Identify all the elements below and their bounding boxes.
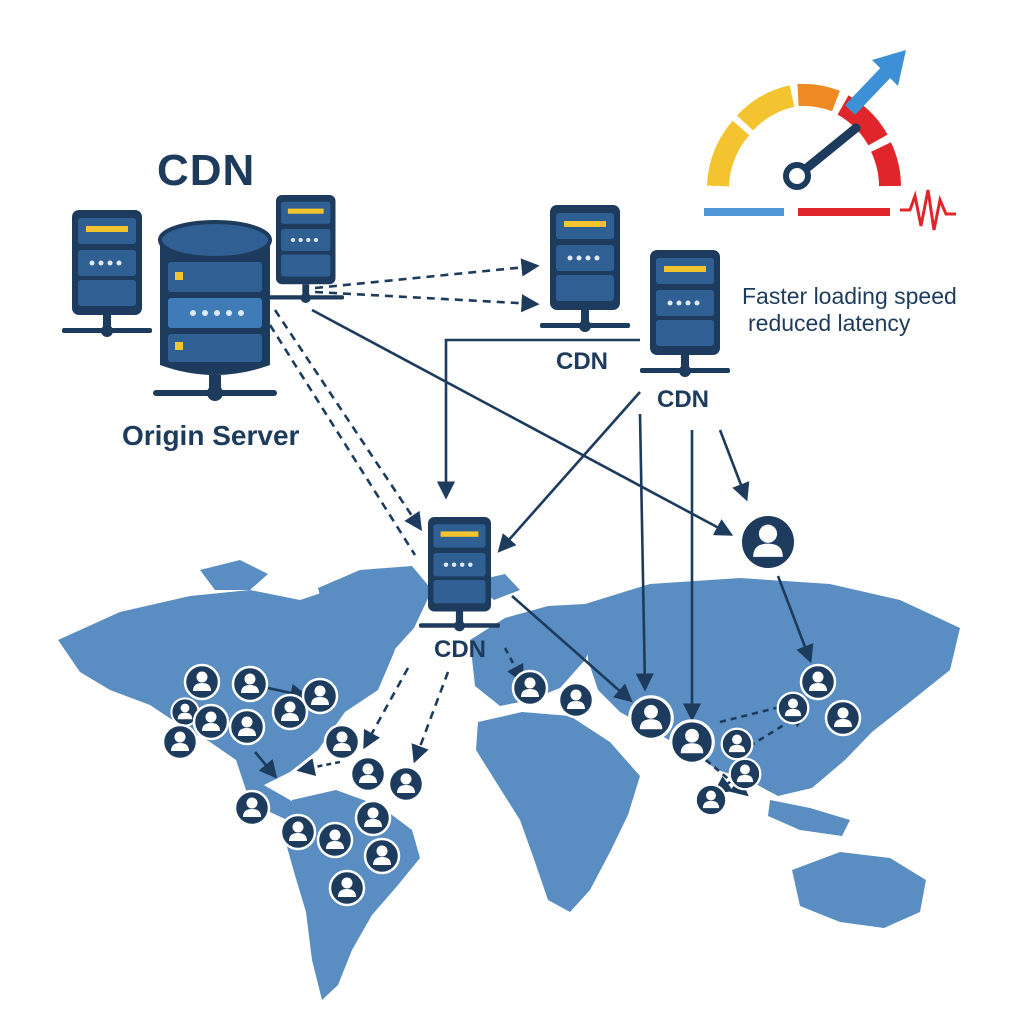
- user-icon: [694, 783, 728, 817]
- benefit-line-2: reduced latency: [748, 310, 911, 336]
- diagram-title: CDN: [157, 146, 256, 195]
- user-icon: [161, 723, 199, 761]
- speedometer-icon: [704, 50, 956, 231]
- user-icon: [279, 813, 317, 851]
- user-icon: [628, 695, 674, 741]
- user-icon: [271, 693, 309, 731]
- world-map: [58, 560, 960, 1000]
- origin-server-label: Origin Server: [122, 420, 300, 451]
- cdn-server-2: [640, 250, 730, 377]
- user-icon: [228, 708, 266, 746]
- connection-arrows: [254, 258, 814, 848]
- cdn-server-3: [419, 517, 500, 632]
- user-icon: [776, 691, 810, 725]
- user-icon: [233, 789, 271, 827]
- user-icon: [231, 665, 269, 703]
- user-icon: [363, 837, 401, 875]
- user-icon: [728, 757, 762, 791]
- user-icon: [328, 869, 366, 907]
- benefit-line-1: Faster loading speed: [742, 283, 957, 309]
- database-server-icon: [153, 220, 277, 401]
- cdn-label-3: CDN: [434, 636, 486, 663]
- cdn-server-1: [540, 205, 630, 332]
- user-icon: [824, 699, 862, 737]
- user-icon: [511, 669, 549, 707]
- user-icon: [192, 703, 230, 741]
- user-icon: [183, 663, 221, 701]
- user-icon: [354, 799, 392, 837]
- cdn-label-2: CDN: [657, 386, 709, 413]
- user-icon: [669, 719, 715, 765]
- user-icon: [387, 765, 425, 803]
- user-icon: [799, 663, 837, 701]
- user-icon: [323, 723, 361, 761]
- user-icon: [557, 681, 595, 719]
- user-icon: [316, 821, 354, 859]
- user-icon: [349, 755, 387, 793]
- edge-server-left: [62, 210, 152, 337]
- user-icon: [740, 514, 796, 570]
- user-icon: [301, 677, 339, 715]
- user-icon: [720, 727, 754, 761]
- cdn-label-1: CDN: [556, 348, 608, 375]
